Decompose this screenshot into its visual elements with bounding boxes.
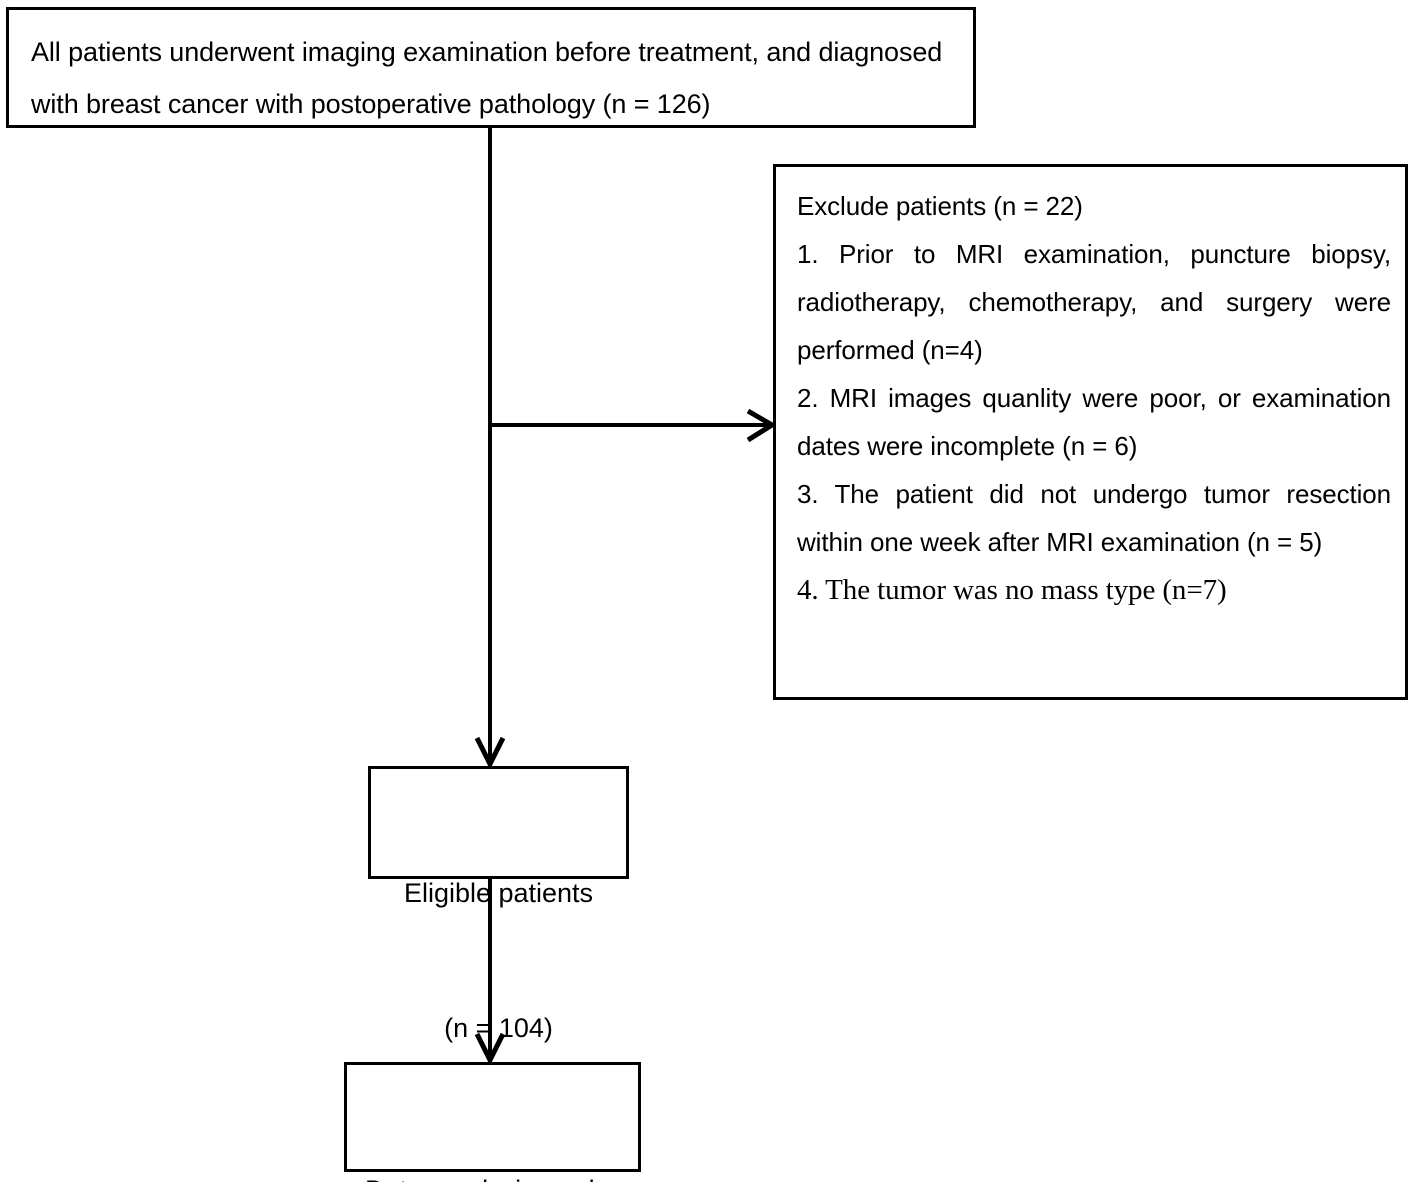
data-analysis-line-1: Data analysis and [365,1167,624,1182]
exclusion-item-2: 2. MRI images quanlity were poor, or exa… [797,383,1391,461]
arrowhead-down-eligible [474,736,506,770]
eligible-patients-count: (n = 104) [444,1013,553,1043]
exclusion-item-3: 3. The patient did not undergo tumor res… [797,479,1391,557]
exclusion-item-1: 1. Prior to MRI examination, puncture bi… [797,239,1391,365]
exclusions-box: Exclude patients (n = 22) 1. Prior to MR… [773,164,1408,700]
enrollment-box: All patients underwent imaging examinati… [6,7,976,128]
exclusions-heading: Exclude patients (n = 22) [797,191,1083,221]
data-analysis-box: Data analysis and result discussion [344,1062,641,1182]
data-analysis-box-text: Data analysis and result discussion [365,1075,624,1182]
exclusion-item-4: 4. The tumor was no mass type (n=7) [797,574,1227,606]
eligible-patients-box: Eligible patients (n = 104) [368,766,629,1043]
arrowhead-right-exclusions [746,408,777,443]
exclusions-box-body: Exclude patients (n = 22) 1. Prior to MR… [797,182,1391,614]
enrollment-box-text: All patients underwent imaging examinati… [31,37,950,119]
eligible-patients-label: Eligible patients [403,878,594,908]
eligible-patients-box-text: Eligible patients (n = 104) [371,781,626,1141]
